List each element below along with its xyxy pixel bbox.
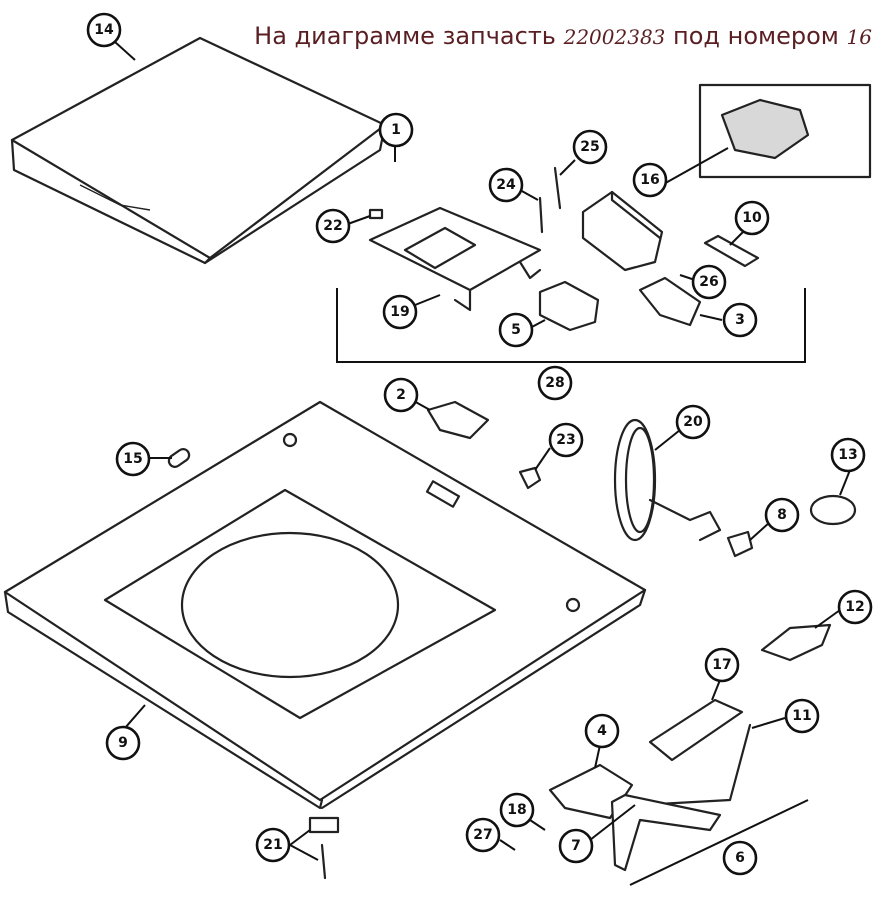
callout-19-label: 19 [390,304,409,320]
callout-20-label: 20 [683,414,703,430]
part-rod [638,723,752,807]
part-ring [809,494,857,526]
callout-26: 26 [691,264,727,300]
callout-8-label: 8 [777,507,787,523]
part-clip [638,276,702,327]
part-switch-box [581,83,872,272]
group-6-bracket [629,799,809,886]
callout-16-label: 16 [640,172,659,188]
callout-14-label: 14 [94,22,114,38]
callout-10: 10 [734,200,770,236]
part-button [518,466,542,490]
callout-27-label: 27 [473,827,492,843]
callout-18-label: 18 [507,802,526,818]
part-angle-bracket [610,793,722,872]
callout-22: 22 [315,208,351,244]
callout-1-label: 1 [391,122,401,138]
callout-6-label: 6 [735,850,745,866]
part-knob [426,400,490,440]
part-bracket [368,206,542,312]
callout-17-label: 17 [712,657,731,673]
callout-25: 25 [572,129,608,165]
part-capsule [167,448,191,468]
group-28-bracket [336,288,806,363]
callout-11: 11 [784,698,820,734]
callout-7: 7 [558,828,594,864]
callout-5: 5 [498,312,534,348]
callout-12-label: 12 [845,599,864,615]
part-lever [648,698,744,762]
callout-24: 24 [488,167,524,203]
caption-callout-number: 16 [846,25,872,49]
part-connector [726,530,754,558]
callout-6: 6 [722,840,758,876]
part-fuse [703,234,760,268]
callout-4: 4 [584,713,620,749]
part-top-panel [3,400,647,810]
callout-24-label: 24 [496,177,516,193]
diagram-caption: На диаграмме запчасть 22002383 под номер… [254,22,872,50]
part-power-cord [613,418,722,542]
part-screws [368,166,562,234]
callout-13-label: 13 [838,447,857,463]
callout-25-label: 25 [580,139,599,155]
callout-5-label: 5 [511,322,521,338]
callout-4-label: 4 [597,723,607,739]
callout-9: 9 [105,725,141,761]
callout-15-label: 15 [123,451,142,467]
callout-13: 13 [830,437,866,473]
callout-3: 3 [722,302,758,338]
callout-21-label: 21 [263,837,282,853]
callout-1: 1 [378,112,414,148]
callout-2: 2 [383,377,419,413]
callout-18: 18 [499,792,535,828]
caption-part-number: 22002383 [563,25,666,49]
callout-7-label: 7 [571,838,581,854]
callout-22-label: 22 [323,218,342,234]
part-screw-clip [308,816,340,880]
callout-9-label: 9 [118,735,128,751]
callout-20: 20 [675,404,711,440]
callout-17: 17 [704,647,740,683]
callout-19: 19 [382,294,418,330]
callout-12: 12 [837,589,873,625]
callout-3-label: 3 [735,312,745,328]
callout-2-label: 2 [396,387,406,403]
caption-prefix: На диаграмме запчасть [254,22,556,50]
callout-14: 14 [86,12,122,48]
callout-10-label: 10 [742,210,762,226]
callout-26-label: 26 [699,274,718,290]
callout-28: 28 [537,365,573,401]
caption-middle: под номером [673,22,839,50]
callout-23: 23 [548,422,584,458]
callout-15: 15 [115,441,151,477]
callout-23-label: 23 [556,432,575,448]
callout-27: 27 [465,817,501,853]
callout-11-label: 11 [792,708,811,724]
part-switch [538,280,600,332]
callout-21: 21 [255,827,291,863]
part-clamp [760,623,832,662]
callout-8: 8 [764,497,800,533]
callout-16: 16 [632,162,668,198]
callout-28-label: 28 [545,375,564,391]
